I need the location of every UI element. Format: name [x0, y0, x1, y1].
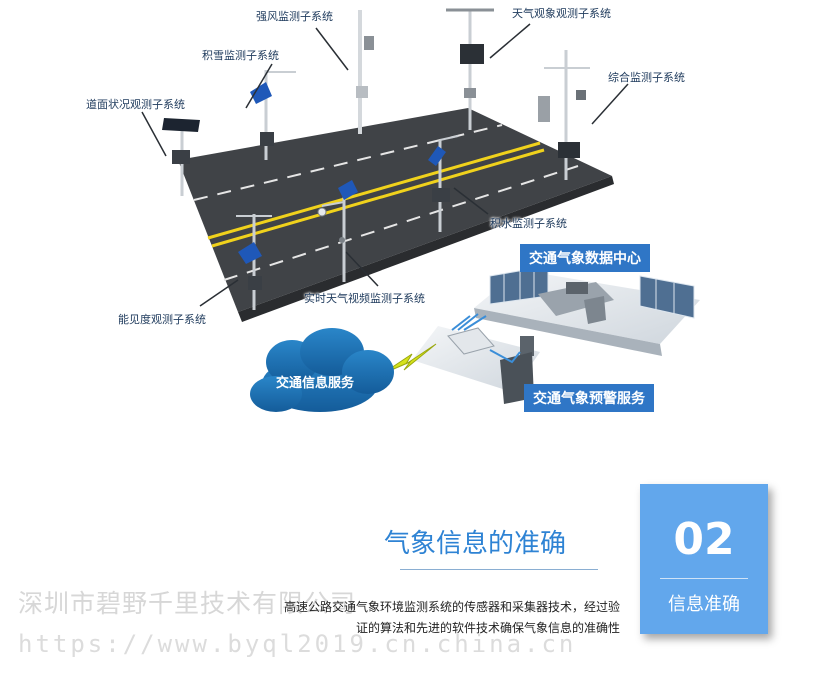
- wind-station: [356, 10, 374, 134]
- video-station: [317, 180, 358, 282]
- road-surface-station: [162, 118, 200, 196]
- callout-video: 实时天气视频监测子系统: [304, 292, 425, 305]
- callout-weather-obs: 天气观象观测子系统: [512, 7, 611, 20]
- warning-service-title: 交通气象预警服务: [524, 384, 654, 412]
- visibility-station: [236, 214, 272, 310]
- description-line-1: 高速公路交通气象环境监测系统的传感器和采集器技术，经过验: [283, 600, 620, 614]
- watermark-company: 深圳市碧野千里技术有限公司: [18, 589, 357, 618]
- badge-number: 02: [673, 514, 735, 565]
- badge-label: 信息准确: [668, 594, 740, 615]
- weather-obs-station: [446, 8, 494, 130]
- callout-water: 积水监测子系统: [490, 217, 567, 230]
- info-service-cloud: [250, 328, 394, 412]
- callout-wind: 强风监测子系统: [256, 10, 333, 23]
- info-service-label: 交通信息服务: [276, 376, 355, 391]
- section-description: 高速公路交通气象环境监测系统的传感器和采集器技术，经过验 证的算法和先进的软件技…: [226, 597, 620, 639]
- highway-road: [178, 108, 614, 322]
- callout-road-surface: 道面状况观测子系统: [86, 98, 185, 111]
- comprehensive-station: [538, 50, 590, 180]
- watermark-url: https://www.byql2019.cn.china.cn: [18, 630, 577, 658]
- section-heading: 气象信息的准确: [384, 529, 567, 559]
- callout-comprehensive: 综合监测子系统: [608, 71, 685, 84]
- callout-visibility: 能见度观测子系统: [118, 313, 206, 326]
- data-center-room: [474, 265, 700, 356]
- highway-monitoring-diagram: [141, 8, 700, 412]
- wireless-lightning-icon: [381, 343, 437, 375]
- section-badge: 02 信息准确: [640, 484, 768, 634]
- callout-snow: 积雪监测子系统: [202, 49, 279, 62]
- callout-lines: [141, 23, 629, 307]
- network-equipment: [412, 313, 540, 404]
- snow-station: [250, 70, 296, 160]
- data-center-title: 交通气象数据中心: [520, 244, 650, 272]
- water-station: [428, 135, 459, 232]
- description-line-2: 证的算法和先进的软件技术确保气象信息的准确性: [355, 621, 620, 635]
- heading-underline: [400, 569, 598, 570]
- badge-divider: [660, 578, 748, 579]
